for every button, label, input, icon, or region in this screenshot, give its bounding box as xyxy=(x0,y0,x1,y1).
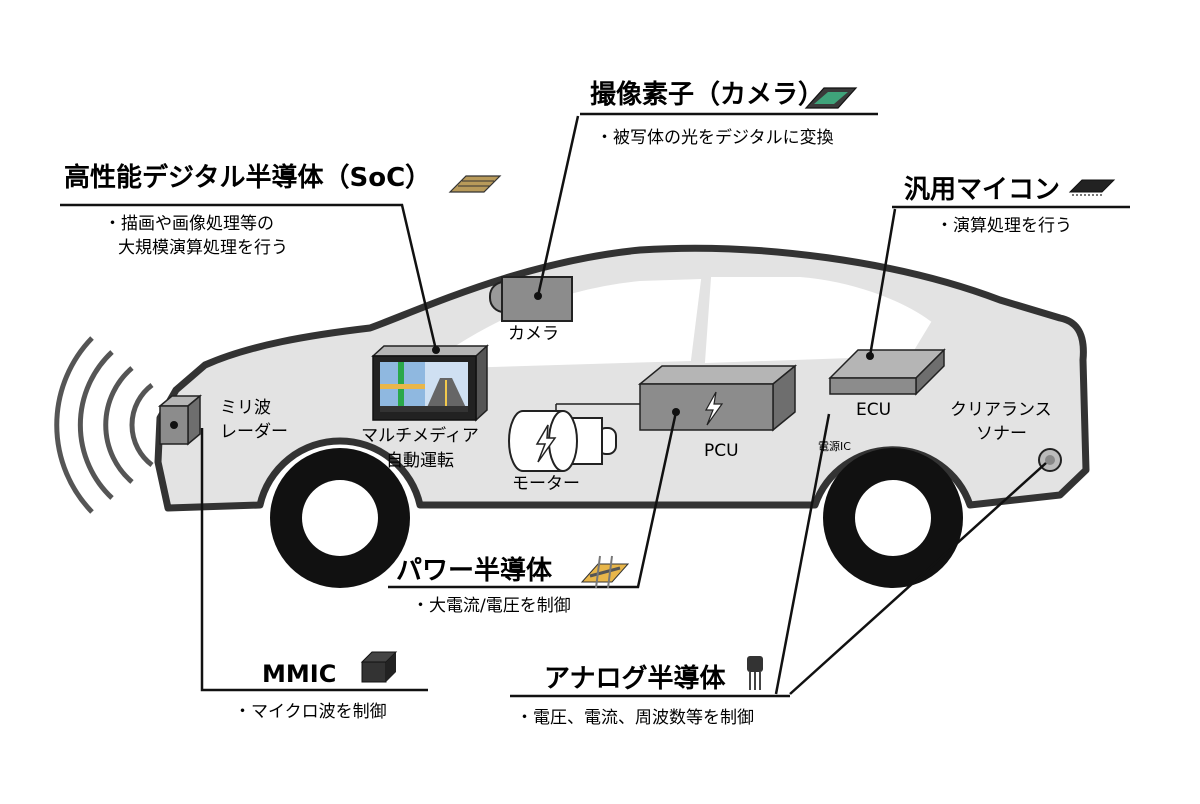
soc-desc-line2: 大規模演算処理を行う xyxy=(118,238,288,258)
mmic-chip-icon xyxy=(360,651,398,683)
microcontroller-chip-icon xyxy=(1068,179,1116,196)
image-sensor-desc: ・被写体の光をデジタルに変換 xyxy=(596,128,834,148)
power-title: パワー半導体 xyxy=(396,556,553,586)
motor-label: モーター xyxy=(512,474,580,494)
power-ic-label: 電源IC xyxy=(818,440,851,453)
analog-title: アナログ半導体 xyxy=(544,664,726,694)
rear-wheel xyxy=(823,448,963,588)
sonar-label-line2: ソナー xyxy=(976,424,1027,444)
soc-desc-line1: ・描画や画像処理等の xyxy=(104,214,274,234)
ecu-label: ECU xyxy=(856,400,892,420)
pcu-label: PCU xyxy=(704,441,739,461)
line-end-dot xyxy=(534,292,542,300)
leader-lines xyxy=(60,112,1130,698)
analog-desc: ・電圧、電流、周波数等を制御 xyxy=(516,708,754,728)
image-sensor-chip-icon xyxy=(804,87,858,109)
analog-transistor-icon xyxy=(747,656,763,690)
mcu-title: 汎用マイコン xyxy=(904,175,1061,205)
multimedia-label-line2: 自動運転 xyxy=(386,451,454,471)
pcu-box xyxy=(637,364,798,432)
line-end-dot xyxy=(866,352,874,360)
sonar-label-line1: クリアランス xyxy=(950,400,1052,420)
ecu-box xyxy=(828,348,946,396)
multimedia-display xyxy=(371,344,489,422)
line-end-dot xyxy=(170,421,178,429)
soc-chip-icon xyxy=(448,175,502,193)
mmic-title: MMIC xyxy=(262,660,337,688)
camera-module xyxy=(489,276,573,322)
front-wheel xyxy=(270,448,410,588)
soc-title: 高性能デジタル半導体（SoC） xyxy=(64,163,432,193)
line-end-dot xyxy=(432,346,440,354)
multimedia-label-line1: マルチメディア xyxy=(361,426,479,446)
power-chip-icon xyxy=(580,555,630,589)
mmic-desc: ・マイクロ波を制御 xyxy=(234,702,387,722)
radar-label-line2: レーダー xyxy=(220,422,288,442)
power-desc: ・大電流/電圧を制御 xyxy=(412,596,571,616)
radar-module xyxy=(157,394,203,446)
image-sensor-title: 撮像素子（カメラ） xyxy=(590,80,825,110)
motor xyxy=(508,410,617,472)
line-end-dot xyxy=(672,408,680,416)
radar-label-line1: ミリ波 xyxy=(220,398,271,418)
rear-window xyxy=(704,277,932,364)
radar-waves xyxy=(54,336,154,514)
camera-label: カメラ xyxy=(508,324,559,344)
mcu-desc: ・演算処理を行う xyxy=(936,216,1072,236)
